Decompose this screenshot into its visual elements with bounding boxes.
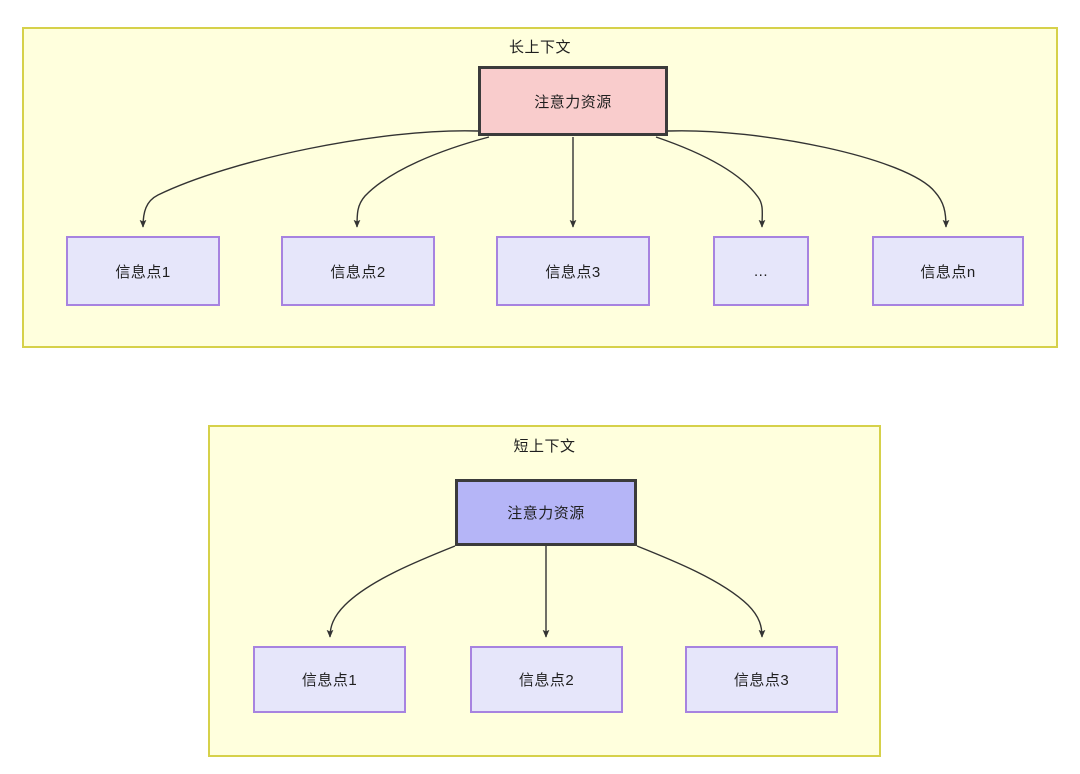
node-label: 信息点2 xyxy=(330,263,386,281)
node-short-attention-resource[interactable]: 注意力资源 xyxy=(455,479,637,546)
node-label: 信息点2 xyxy=(518,672,575,689)
node-long-attention-resource[interactable]: 注意力资源 xyxy=(478,66,668,136)
container-long-context-title: 长上下文 xyxy=(508,39,571,56)
container-short-context-title: 短上下文 xyxy=(513,438,576,455)
node-long-info-point-ellipsis[interactable]: ... xyxy=(713,236,809,306)
node-label: 信息点n xyxy=(920,263,976,281)
node-short-info-point-2[interactable]: 信息点2 xyxy=(470,646,623,713)
node-label: 信息点3 xyxy=(733,672,790,689)
node-label: 注意力资源 xyxy=(534,93,612,111)
node-long-info-point-1[interactable]: 信息点1 xyxy=(66,236,220,306)
node-long-info-point-2[interactable]: 信息点2 xyxy=(281,236,435,306)
node-long-info-point-3[interactable]: 信息点3 xyxy=(496,236,650,306)
node-label: 信息点1 xyxy=(115,263,171,281)
node-short-info-point-1[interactable]: 信息点1 xyxy=(253,646,406,713)
node-short-info-point-3[interactable]: 信息点3 xyxy=(685,646,838,713)
node-label: 信息点1 xyxy=(301,672,358,689)
node-label: ... xyxy=(753,262,768,280)
node-label: 注意力资源 xyxy=(507,505,585,522)
node-long-info-point-n[interactable]: 信息点n xyxy=(872,236,1024,306)
node-label: 信息点3 xyxy=(545,263,601,281)
